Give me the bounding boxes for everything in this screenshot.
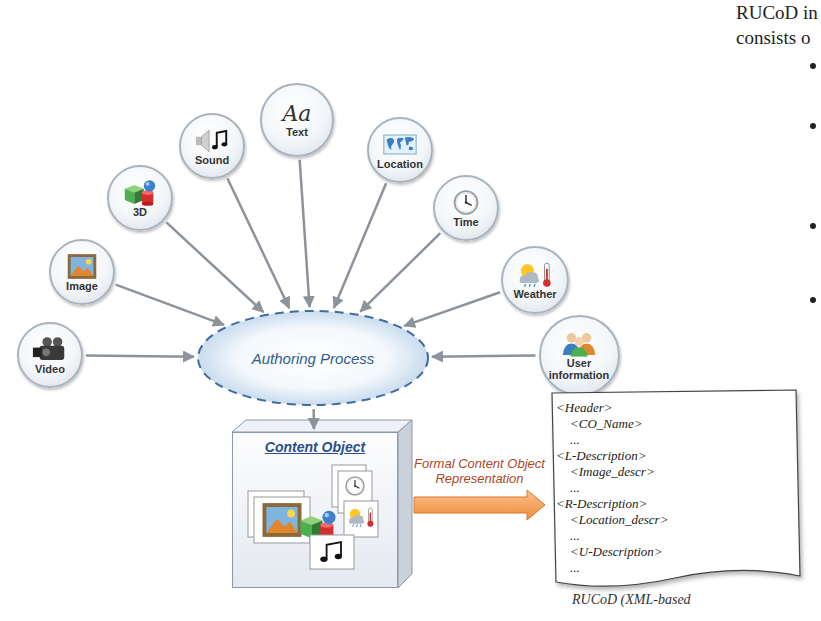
media-circle: Location	[367, 117, 433, 183]
media-label: 3D	[133, 206, 147, 218]
process-ellipse: Authoring Process	[197, 310, 429, 406]
media-label: Text	[286, 126, 308, 138]
xml-line: ...	[548, 480, 802, 496]
flow-arrow	[116, 285, 224, 325]
xml-line: <Header>	[548, 400, 802, 416]
media-icon	[31, 336, 69, 363]
bullet-dot	[810, 123, 816, 129]
media-icon	[193, 127, 231, 154]
box-title: Content Object	[265, 439, 365, 455]
xml-document: <Header><CO_Name>...<L-Description><Imag…	[548, 390, 802, 610]
object-box: Content Object	[232, 432, 398, 588]
xml-line: ...	[548, 528, 802, 544]
media-label: Weather	[513, 288, 556, 300]
xml-line: ...	[548, 560, 802, 576]
xml-line: <R-Description>	[548, 496, 802, 512]
flow-arrow	[300, 160, 310, 307]
media-label: User information	[547, 357, 612, 381]
flow-arrow	[166, 222, 263, 312]
media-circle: Weather	[501, 246, 569, 314]
media-icon	[516, 261, 554, 288]
bullet-dot	[810, 63, 816, 69]
bullet-dot	[810, 297, 816, 303]
block-arrow	[414, 490, 545, 520]
xml-line: <Location_descr>	[548, 512, 802, 528]
media-circle: AaText	[260, 83, 334, 157]
object-illustration	[240, 461, 390, 573]
side-text: RUCoD in	[736, 2, 818, 24]
media-icon	[560, 330, 598, 357]
flow-arrow	[86, 355, 194, 356]
media-label: Image	[66, 280, 98, 292]
flow-arrow	[227, 179, 289, 309]
media-circle: Time	[433, 175, 499, 241]
media-label: Time	[453, 216, 478, 228]
box-side-face	[398, 420, 412, 588]
media-circle: User information	[539, 315, 620, 396]
media-label: Location	[377, 158, 423, 170]
side-text: consists o	[736, 27, 810, 49]
document-caption: RUCoD (XML-based	[548, 592, 802, 608]
box-top-face	[232, 420, 412, 432]
media-icon	[381, 131, 419, 158]
xml-line: ...	[548, 432, 802, 448]
media-label: Video	[35, 363, 65, 375]
media-circle: Video	[17, 322, 83, 388]
flow-arrow	[312, 409, 315, 429]
edge-label: Formal Content Object Representation	[414, 456, 545, 486]
flow-arrow	[404, 292, 500, 326]
media-circle: Image	[49, 239, 115, 305]
bullet-dot	[810, 223, 816, 229]
media-icon	[63, 253, 101, 280]
xml-line: <CO_Name>	[548, 416, 802, 432]
media-icon	[121, 179, 159, 206]
xml-line: <L-Description>	[548, 448, 802, 464]
flow-arrow	[360, 233, 440, 311]
xml-line: <Image_descr>	[548, 464, 802, 480]
media-label: Sound	[195, 154, 229, 166]
text-glyph: Aa	[282, 102, 311, 126]
media-circle: 3D	[107, 165, 173, 231]
xml-line: <U-Description>	[548, 544, 802, 560]
process-label: Authoring Process	[252, 350, 375, 367]
flow-arrow	[432, 355, 536, 356]
media-icon	[447, 189, 485, 216]
flow-arrow	[334, 183, 386, 308]
media-circle: Sound	[179, 113, 245, 179]
